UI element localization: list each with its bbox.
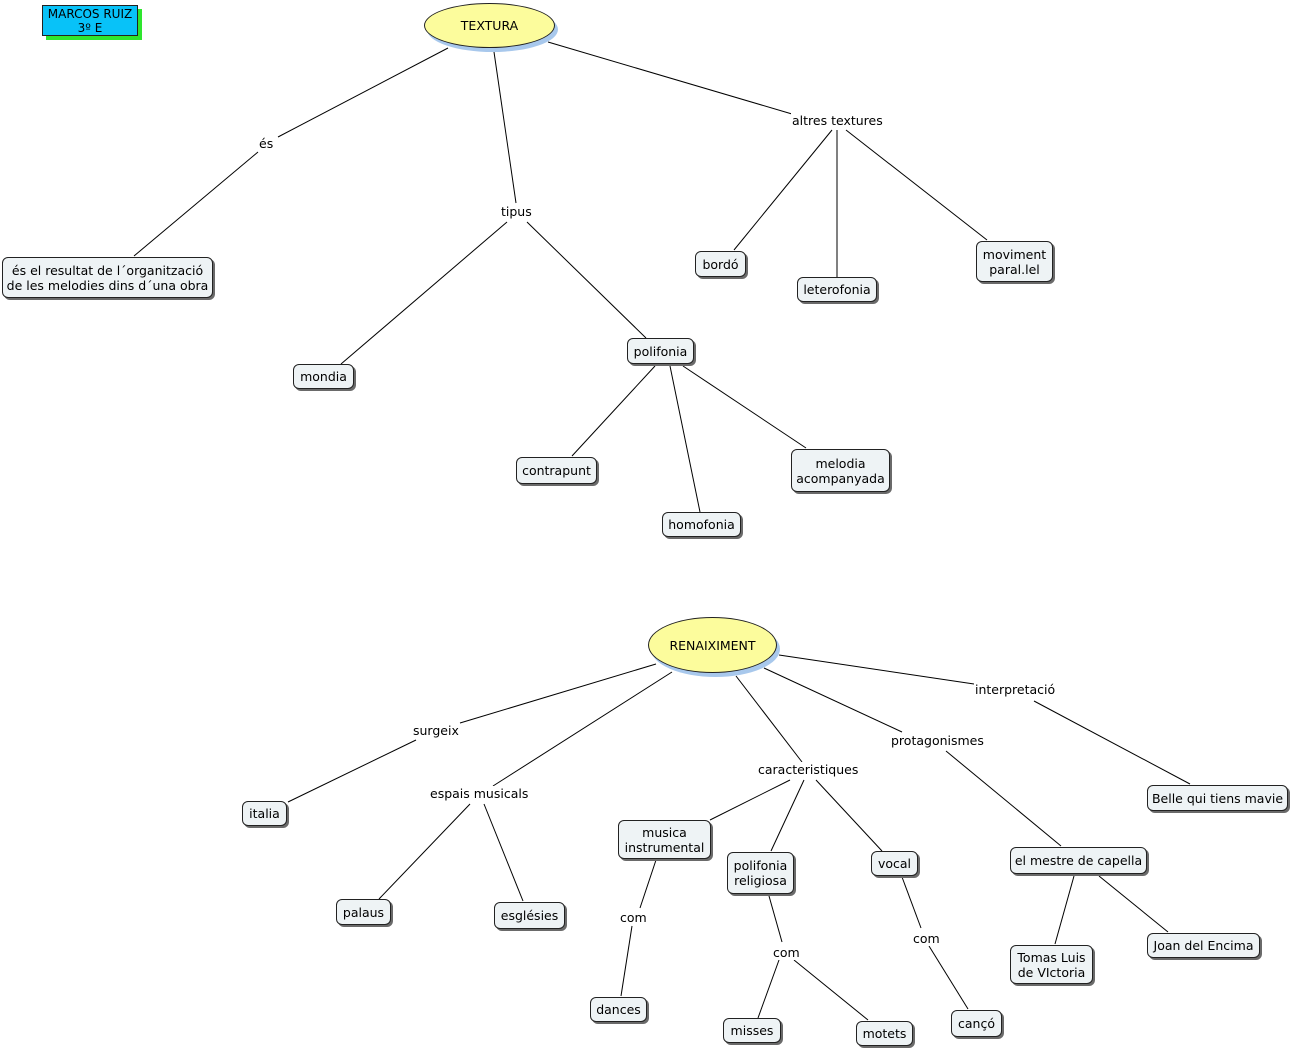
root-label: TEXTURA xyxy=(460,18,519,33)
concept-esglesies[interactable]: esglésies xyxy=(494,902,565,929)
concept-leterofonia[interactable]: leterofonia xyxy=(797,277,877,302)
author-label: MARCOS RUIZ 3º E xyxy=(42,5,138,36)
concept-motets[interactable]: motets xyxy=(856,1021,913,1046)
link-label-com: com xyxy=(912,931,941,946)
concept-tomas-luis-de-victoria[interactable]: Tomas Luis de VIctoria xyxy=(1010,945,1093,984)
concept-mestre-de-capella[interactable]: el mestre de capella xyxy=(1010,847,1147,874)
concept-melodia-acompanyada[interactable]: melodia acompanyada xyxy=(791,449,890,492)
link-label-com: com xyxy=(619,910,648,925)
concept-canco[interactable]: cançó xyxy=(951,1010,1002,1037)
concept-mondia[interactable]: mondia xyxy=(293,364,354,389)
root-concept-textura[interactable]: TEXTURA xyxy=(424,3,555,48)
concept-dances[interactable]: dances xyxy=(590,997,647,1022)
concept-belle-qui-tiens-mavie[interactable]: Belle qui tiens mavie xyxy=(1147,785,1288,811)
concept-contrapunt[interactable]: contrapunt xyxy=(516,457,597,484)
concept-polifonia-religiosa[interactable]: polifonia religiosa xyxy=(727,852,794,894)
concept-moviment-parallel[interactable]: moviment paral.lel xyxy=(976,241,1053,282)
link-label-com: com xyxy=(772,945,801,960)
concept-italia[interactable]: italia xyxy=(242,801,287,826)
link-label-altres-textures: altres textures xyxy=(791,113,884,128)
concept-vocal[interactable]: vocal xyxy=(871,851,918,876)
concept-bordo[interactable]: bordó xyxy=(695,251,746,277)
link-label-surgeix: surgeix xyxy=(412,723,460,738)
link-label-protagonismes: protagonismes xyxy=(890,733,985,748)
link-label-tipus: tipus xyxy=(500,204,533,219)
concept-polifonia[interactable]: polifonia xyxy=(627,338,694,364)
root-label: RENAIXIMENT xyxy=(669,637,756,653)
link-label-caracteristiques: caracteristiques xyxy=(757,762,860,777)
concept-palaus[interactable]: palaus xyxy=(336,899,391,925)
link-label-interpretacio: interpretació xyxy=(974,682,1057,697)
link-label-es: és xyxy=(258,136,275,151)
concept-joan-del-encima[interactable]: Joan del Encima xyxy=(1147,933,1260,958)
root-concept-renaixement[interactable]: RENAIXIMENT xyxy=(648,617,777,673)
concept-homofonia[interactable]: homofonia xyxy=(662,512,741,537)
concept-musica-instrumental[interactable]: musica instrumental xyxy=(618,820,711,859)
concept-misses[interactable]: misses xyxy=(723,1018,781,1043)
concept-resultat[interactable]: és el resultat de l´organització de les … xyxy=(2,257,213,298)
link-label-espais-musicals: espais musicals xyxy=(429,786,530,801)
